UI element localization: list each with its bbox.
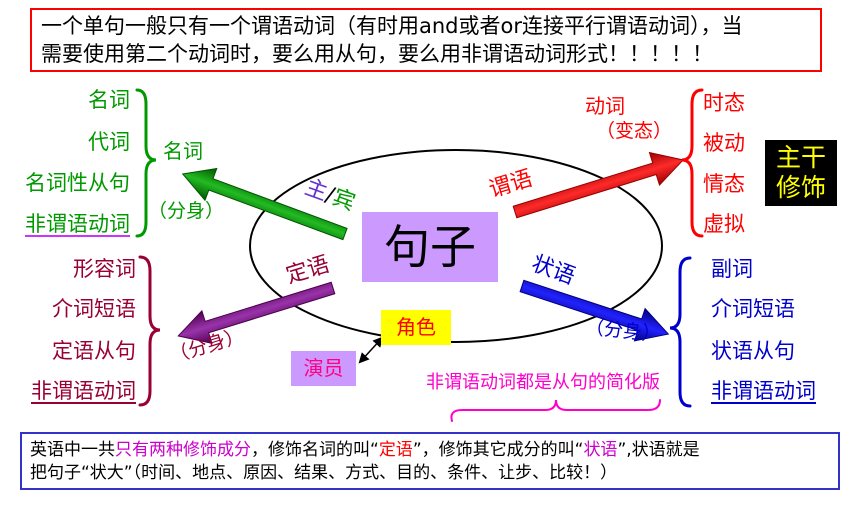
subject-object-target: 名词 bbox=[163, 139, 203, 163]
modifier-label: 修饰 bbox=[775, 173, 826, 202]
attributive-item-nonfinite: 非谓语动词 bbox=[10, 379, 136, 403]
adverbial-item-prep-phrase: 介词短语 bbox=[711, 297, 795, 321]
trunk-modifier-box: 主干 修饰 bbox=[765, 140, 837, 206]
subject-object-item-nonfinite-text: 非谓语动词 bbox=[25, 212, 130, 236]
adverbial-item-adverb: 副词 bbox=[711, 257, 753, 281]
predicate-item-passive: 被动 bbox=[703, 131, 745, 155]
attributive-item-clause: 定语从句 bbox=[52, 339, 136, 363]
predicate-arrow bbox=[512, 151, 685, 219]
bottom-note-line-1: 英语中一共只有两种修饰成分，修饰名词的叫“定语”，修饰其它成分的叫“状语”,状语… bbox=[30, 439, 830, 462]
bottom-note-segment-attributive: 定语 bbox=[378, 440, 413, 460]
predicate-item-modal: 情态 bbox=[703, 172, 745, 196]
trunk-label: 主干 bbox=[775, 143, 826, 172]
subject-object-brace bbox=[135, 88, 157, 238]
adverbial-item-clause: 状语从句 bbox=[711, 339, 795, 363]
bottom-note-segment-highlight: 只有两种修饰成分 bbox=[115, 440, 251, 460]
bottom-note-segment: ，修饰名词的叫“ bbox=[251, 440, 379, 460]
bottom-note-segment: 英语中一共 bbox=[30, 440, 115, 460]
attributive-arrow bbox=[177, 281, 336, 344]
adverbial-arrow bbox=[519, 279, 670, 342]
top-note-box: 一个单句一般只有一个谓语动词（有时用and或者or连接平行谓语动词），当 需要使… bbox=[30, 8, 822, 72]
subject-object-item-noun: 名词 bbox=[88, 88, 130, 112]
actor-label: 演员 bbox=[291, 351, 356, 386]
bottom-note-segment: ”，修饰其它成分的叫“ bbox=[412, 440, 584, 460]
top-note-line-2: 需要使用第二个动词时，要么用从句，要么用非谓语动词形式！！！！！ bbox=[41, 42, 713, 66]
sentence-ellipse bbox=[249, 149, 663, 343]
adverbial-item-nonfinite: 非谓语动词 bbox=[711, 379, 816, 403]
subject-object-arrow bbox=[181, 167, 348, 241]
subject-object-note: （分身） bbox=[148, 200, 225, 222]
attributive-item-prep-phrase: 介词短语 bbox=[52, 297, 136, 321]
actor-role-double-arrow bbox=[358, 336, 384, 364]
simplified-note: 非谓语动词都是从句的简化版 bbox=[426, 372, 660, 393]
bottom-note-segment: 把句子“状大”（时间、地点、原因、结果、方式、目的、条件、让步、比较！） bbox=[30, 463, 618, 483]
adverbial-item-nonfinite-text: 非谓语动词 bbox=[711, 379, 816, 403]
predicate-brace bbox=[681, 88, 704, 238]
bottom-note-box: 英语中一共只有两种修饰成分，修饰名词的叫“定语”，修饰其它成分的叫“状语”,状语… bbox=[20, 432, 840, 490]
bottom-note-segment: ”,状语就是 bbox=[617, 440, 700, 460]
predicate-item-tense: 时态 bbox=[703, 91, 745, 115]
sentence-label: 句子 bbox=[362, 212, 498, 282]
top-note-line-1: 一个单句一般只有一个谓语动词（有时用and或者or连接平行谓语动词），当 bbox=[41, 14, 743, 38]
attributive-brace bbox=[138, 255, 161, 407]
predicate-item-subjunctive: 虚拟 bbox=[703, 212, 745, 236]
bottom-note-line-2: 把句子“状大”（时间、地点、原因、结果、方式、目的、条件、让步、比较！） bbox=[30, 462, 830, 485]
attributive-item-nonfinite-text: 非谓语动词 bbox=[31, 379, 136, 403]
subject-object-item-pronoun: 代词 bbox=[88, 130, 130, 154]
subject-object-item-nonfinite: 非谓语动词 bbox=[6, 212, 130, 236]
adverbial-brace bbox=[669, 256, 692, 408]
simplified-note-brace bbox=[450, 399, 661, 422]
role-label: 角色 bbox=[381, 310, 451, 345]
bottom-note-segment-adverbial: 状语 bbox=[583, 440, 618, 460]
subject-object-item-noun-clause: 名词性从句 bbox=[25, 171, 130, 195]
predicate-note: （变态） bbox=[596, 120, 673, 142]
attributive-item-adjective: 形容词 bbox=[73, 257, 136, 281]
predicate-target: 动词 bbox=[585, 94, 625, 118]
